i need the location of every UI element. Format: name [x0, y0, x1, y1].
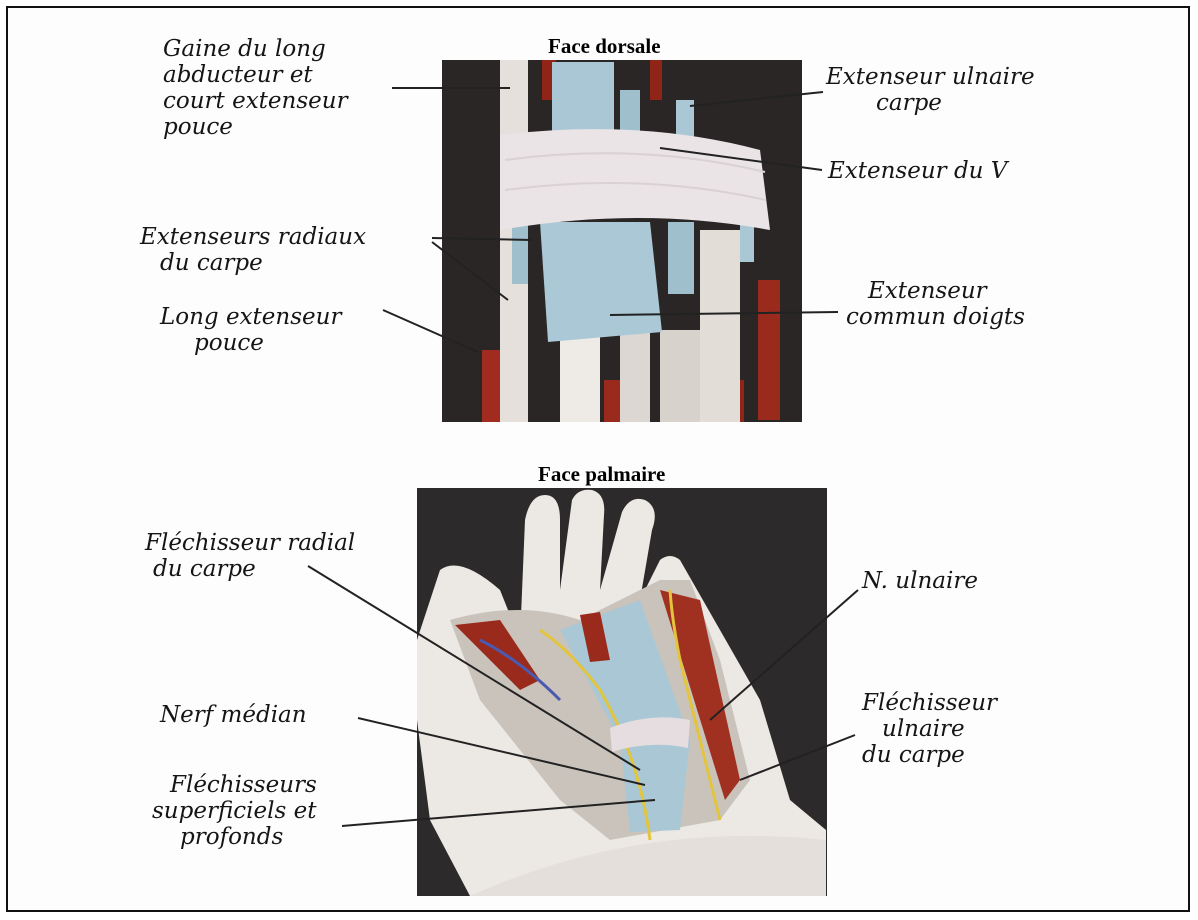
label-flexor-carpi-ulnaris: Fléchisseur ulnaire du carpe [862, 690, 997, 768]
label-median-nerve: Nerf médian [160, 702, 307, 728]
label-line: profonds [152, 824, 317, 850]
label-line: du carpe [862, 742, 997, 768]
label-line: superficiels et [152, 798, 317, 824]
label-line: Nerf médian [160, 702, 307, 728]
label-line: Fléchisseurs [152, 772, 317, 798]
label-flexor-carpi-radialis: Fléchisseur radial du carpe [145, 530, 355, 582]
label-flexor-digitorum: Fléchisseurs superficiels et profonds [152, 772, 317, 850]
label-line: N. ulnaire [862, 568, 978, 594]
label-line: ulnaire [862, 716, 997, 742]
label-line: Fléchisseur radial [145, 530, 355, 556]
label-line: du carpe [145, 556, 355, 582]
label-line: Fléchisseur [862, 690, 997, 716]
label-ulnar-nerve: N. ulnaire [862, 568, 978, 594]
